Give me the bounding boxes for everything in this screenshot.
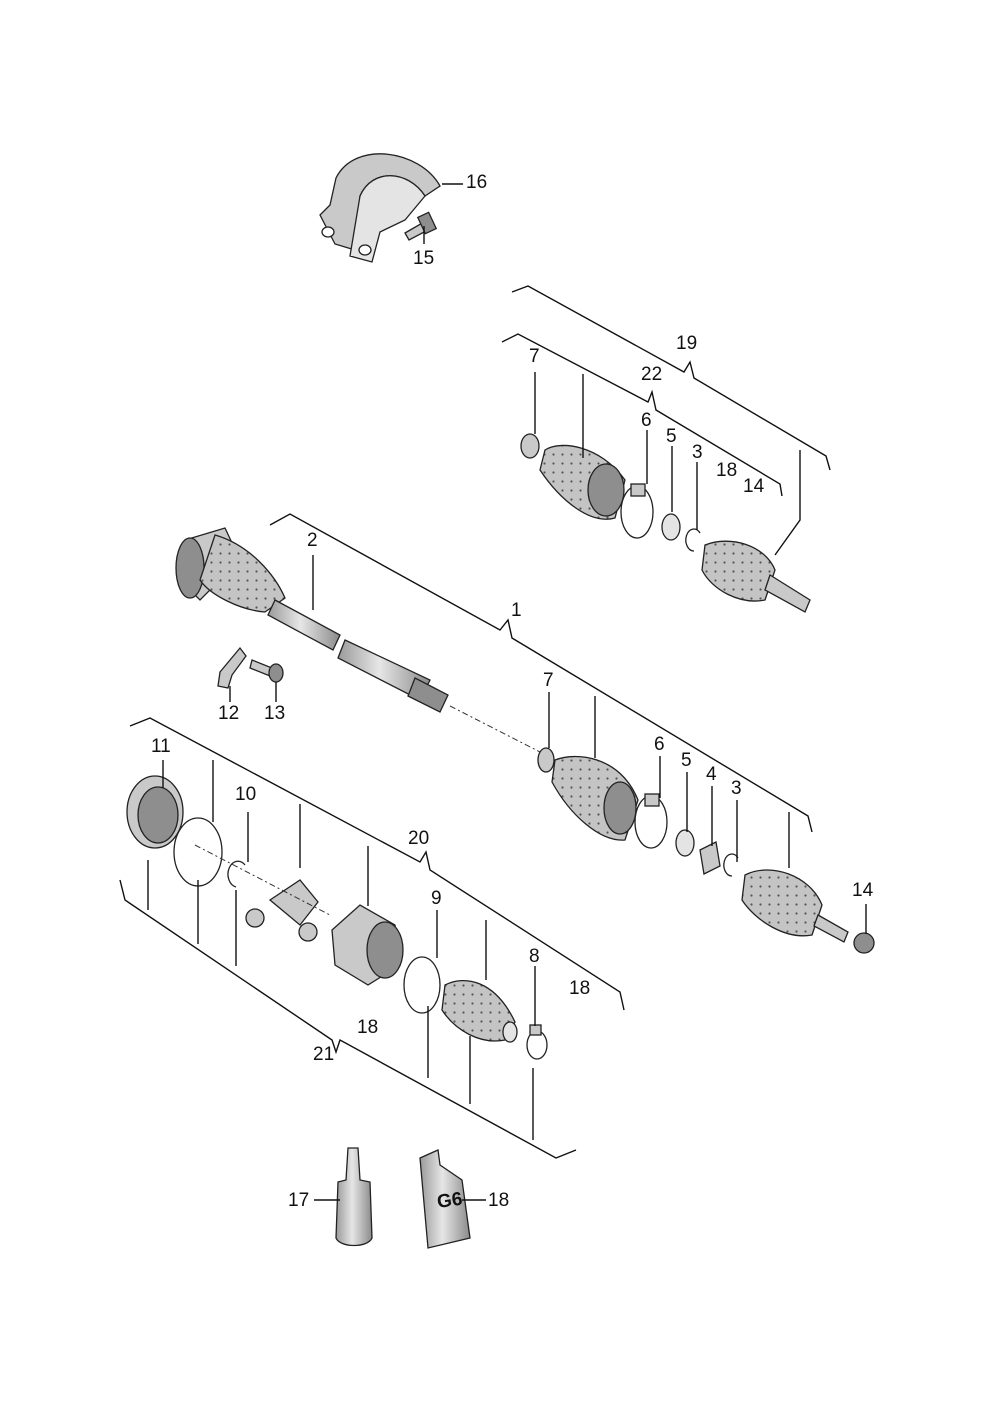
label-3-middle: 3 — [731, 778, 742, 799]
label-11: 11 — [151, 736, 171, 757]
label-18-right: 18 — [569, 978, 590, 999]
label-19: 19 — [676, 333, 697, 354]
label-12: 12 — [218, 703, 239, 724]
label-21: 21 — [313, 1044, 334, 1065]
label-8: 8 — [529, 946, 540, 967]
outer-boot-kit-upper — [520, 433, 811, 613]
inner-joint-kit-lower — [126, 775, 548, 1060]
label-3-upper: 3 — [692, 442, 703, 463]
label-7-middle: 7 — [543, 670, 554, 691]
driveshaft-1 — [175, 527, 541, 753]
label-6-middle: 6 — [654, 734, 665, 755]
label-9: 9 — [431, 888, 442, 909]
bolt-13 — [249, 659, 284, 683]
leader-lines — [119, 183, 867, 1201]
label-18-upper: 18 — [716, 460, 737, 481]
label-18-tube: 18 — [488, 1190, 509, 1211]
label-6-upper: 6 — [641, 410, 652, 431]
label-18-lower: 18 — [357, 1017, 378, 1038]
label-15: 15 — [413, 248, 434, 269]
label-16: 16 — [466, 172, 487, 193]
label-5-middle: 5 — [681, 750, 692, 771]
label-20: 20 — [408, 828, 429, 849]
label-7-upper: 7 — [529, 346, 540, 367]
label-14-upper: 14 — [743, 476, 765, 497]
label-5-upper: 5 — [666, 426, 677, 447]
lock-plate-12 — [217, 646, 247, 689]
bolt-15 — [404, 211, 438, 241]
label-14-middle: 14 — [852, 880, 874, 901]
callout-labels: 16 15 19 22 7 6 5 3 18 14 2 1 12 13 7 6 … — [151, 172, 874, 1211]
heat-shield-16 — [319, 153, 441, 263]
label-13: 13 — [264, 703, 285, 724]
label-1: 1 — [511, 600, 522, 621]
sealant-bottle-17 — [335, 1147, 373, 1247]
outer-boot-kit-middle — [537, 747, 875, 954]
label-17: 17 — [288, 1190, 309, 1211]
label-10: 10 — [235, 784, 256, 805]
tube-label-text: G6 — [436, 1189, 464, 1213]
label-4: 4 — [706, 764, 717, 785]
label-22: 22 — [641, 364, 662, 385]
label-2: 2 — [307, 530, 318, 551]
grease-tube-18: G6 — [419, 1149, 471, 1249]
